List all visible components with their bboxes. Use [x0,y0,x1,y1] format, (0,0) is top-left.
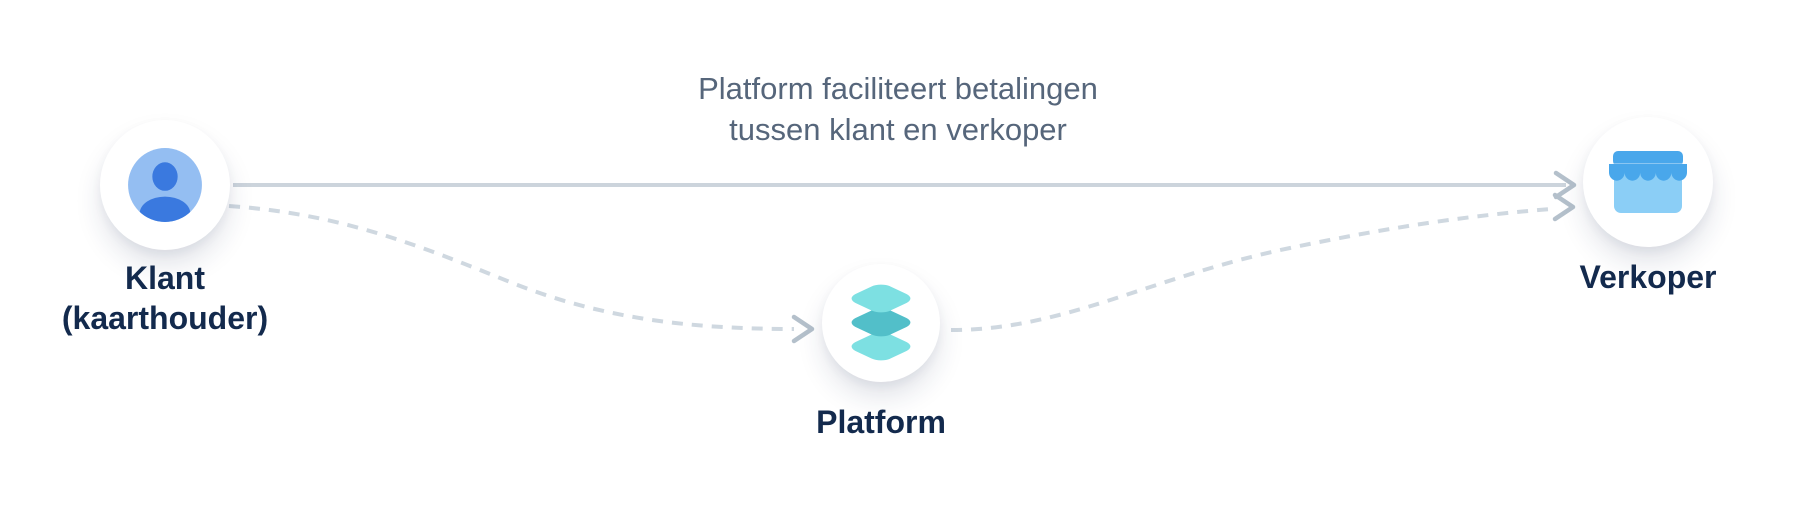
label-klant-line-2: (kaarthouder) [61,300,269,336]
label-platform-line-1: Platform [816,404,946,440]
dashed-arrow-klant-platform [228,204,795,331]
solid-arrowhead-icon [1553,170,1577,200]
label-klant-line-1: Klant [125,260,205,296]
storefront-icon [1609,151,1687,213]
node-klant [100,120,230,250]
dashed-arrowhead-platform-icon [791,314,815,344]
annotation-line-1: Platform faciliteert betalingen [698,71,1098,106]
dashed-arrow-platform-verkoper [950,207,1552,332]
layers-icon [851,284,911,361]
node-verkoper [1583,117,1713,247]
label-verkoper: Verkoper [1478,257,1800,297]
label-platform: Platform [711,402,1051,442]
annotation-line-2: tussen klant en verkoper [729,112,1067,147]
label-verkoper-line-1: Verkoper [1579,259,1717,295]
label-klant: Klant (kaarthouder) [0,258,335,338]
dashed-arrowhead-verkoper-icon [1552,192,1576,222]
user-icon [128,148,202,222]
annotation-text: Platform faciliteert betalingen tussen k… [498,68,1298,150]
node-platform [822,264,940,382]
